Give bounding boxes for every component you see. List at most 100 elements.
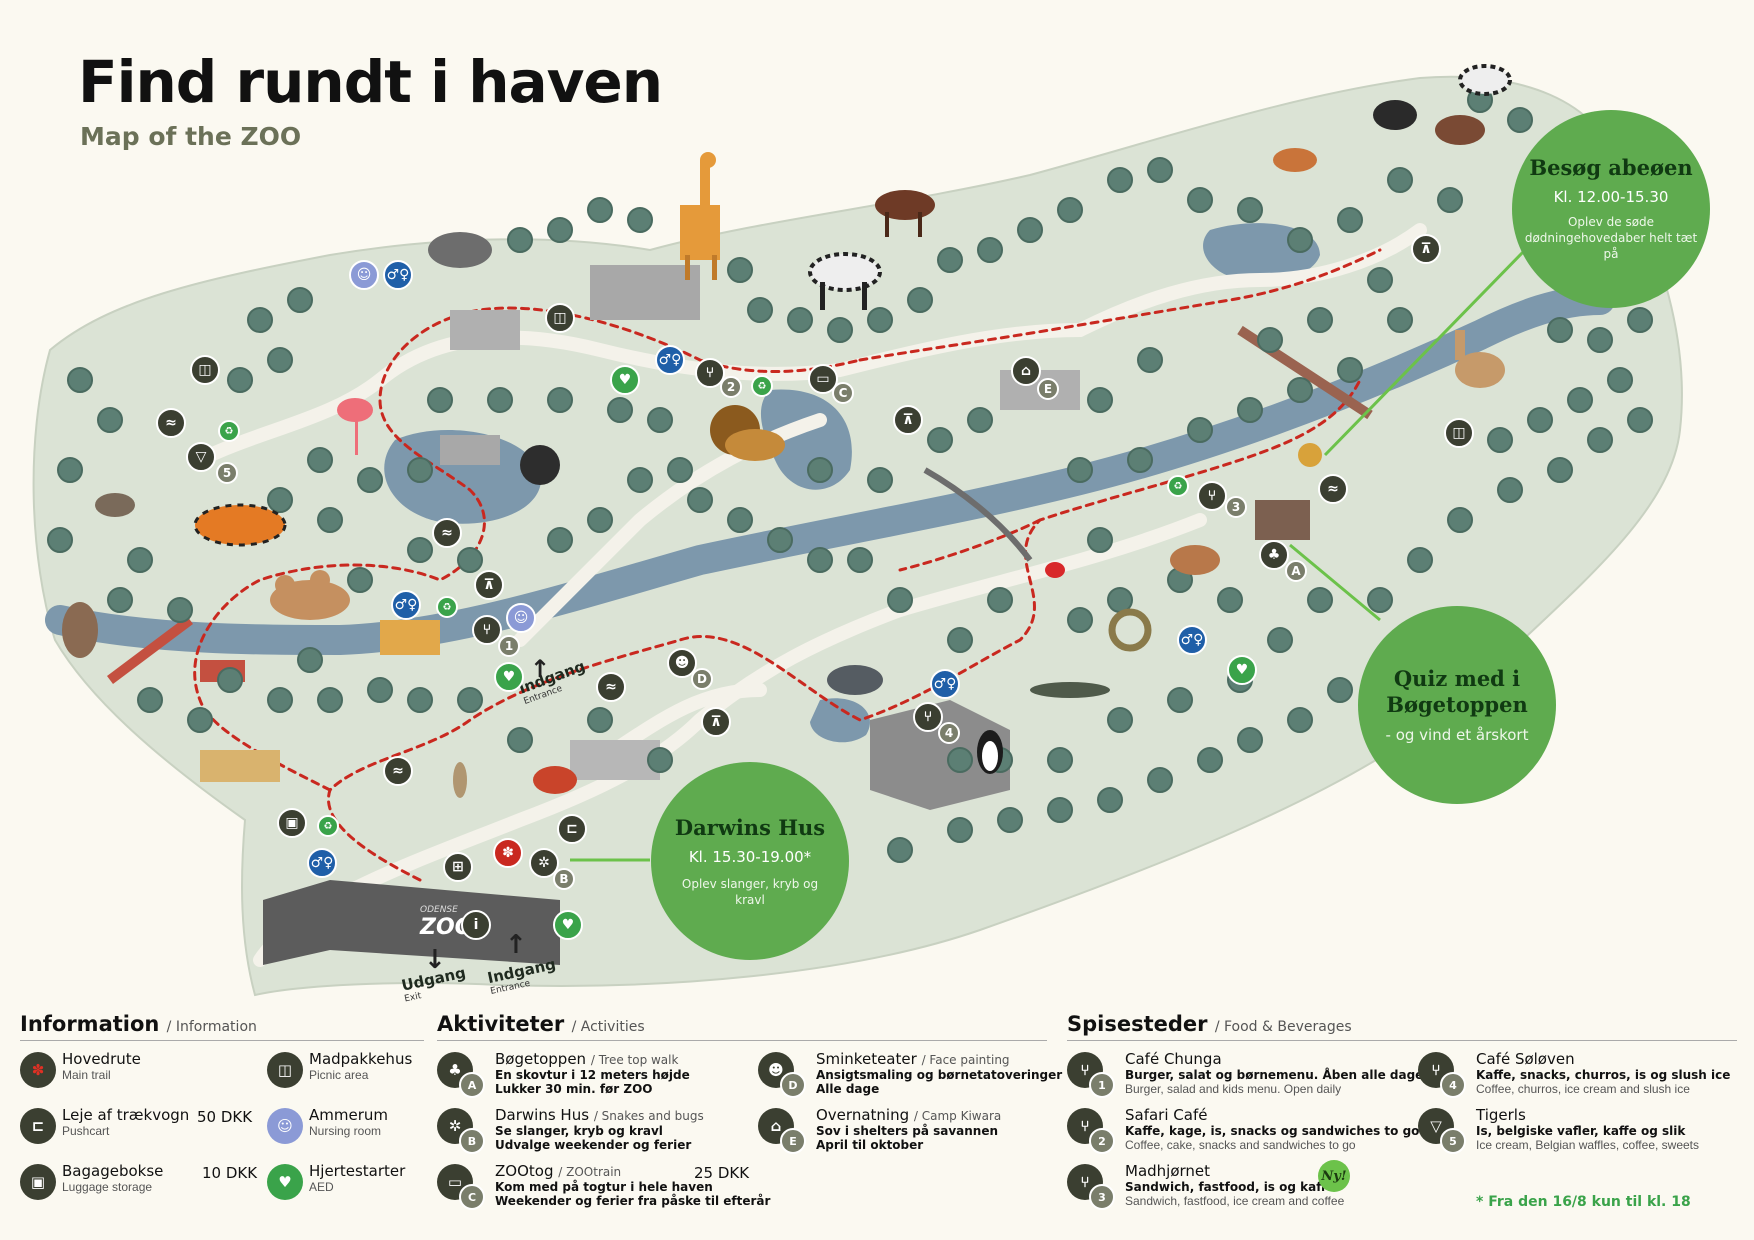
activity-a-marker[interactable]: A — [1285, 560, 1307, 582]
playground-icon[interactable]: ⊼ — [474, 570, 504, 600]
tree — [1497, 477, 1523, 503]
toilet-icon[interactable]: ♂♀ — [307, 848, 337, 878]
restaurant-1-marker[interactable]: 1 — [498, 635, 520, 657]
recycle-bin-icon[interactable]: ♻ — [1167, 475, 1189, 497]
legend-activity-en: / ZOOtrain — [558, 1165, 622, 1179]
legend-activity-line1: Ansigtsmaling og børnetatoveringer — [816, 1068, 1063, 1082]
bed-icon[interactable]: ⌂ — [1011, 356, 1041, 386]
tree — [587, 507, 613, 533]
meerkat-illustration — [453, 762, 467, 798]
ice-cream-icon[interactable]: ▽ — [186, 442, 216, 472]
tree — [507, 727, 533, 753]
smoking-area-icon[interactable]: ≈ — [432, 518, 462, 548]
cutlery-icon[interactable]: ⑂ — [1197, 481, 1227, 511]
activity-b-marker[interactable]: B — [553, 868, 575, 890]
tree — [107, 587, 133, 613]
restaurant-2-marker[interactable]: 2 — [720, 376, 742, 398]
activity-c-marker[interactable]: C — [832, 382, 854, 404]
legend-activity-line2: Lukker 30 min. før ZOO — [495, 1082, 653, 1096]
tree — [1307, 587, 1333, 613]
legend-activity-badge: A — [459, 1072, 485, 1098]
gift-icon[interactable]: ⊞ — [443, 852, 473, 882]
toilet-icon[interactable]: ♂♀ — [1177, 625, 1207, 655]
recycle-bin-icon[interactable]: ♻ — [751, 375, 773, 397]
tree — [887, 587, 913, 613]
activity-d-marker[interactable]: D — [691, 668, 713, 690]
baby-icon[interactable]: ☺ — [506, 603, 536, 633]
tree — [547, 387, 573, 413]
tree — [647, 407, 673, 433]
tree — [847, 547, 873, 573]
playground-icon[interactable]: ⊼ — [701, 707, 731, 737]
toilet-icon[interactable]: ♂♀ — [391, 590, 421, 620]
picnic-basket-icon[interactable]: ◫ — [1444, 418, 1474, 448]
heart-defibrillator-icon[interactable]: ♥ — [553, 910, 583, 940]
callout-darwin-text: Oplev slanger, kryb og kravl — [681, 876, 819, 907]
tree — [457, 547, 483, 573]
tree — [47, 527, 73, 553]
tree-icon[interactable]: ♣ — [1259, 540, 1289, 570]
toilet-icon[interactable]: ♂♀ — [930, 669, 960, 699]
playground-icon[interactable]: ⊼ — [1411, 234, 1441, 264]
info-icon[interactable]: i — [461, 910, 491, 940]
tree — [1237, 197, 1263, 223]
toilet-icon[interactable]: ♂♀ — [655, 345, 685, 375]
tree — [547, 217, 573, 243]
baby-icon[interactable]: ☺ — [349, 260, 379, 290]
legend-item-name: Hjertestarter — [309, 1162, 406, 1180]
tree — [997, 807, 1023, 833]
smoking-area-icon[interactable]: ≈ — [156, 408, 186, 438]
lion-illustration — [710, 405, 785, 461]
legend-food-name: Safari Café — [1125, 1106, 1208, 1124]
luggage-icon: ▣ — [20, 1164, 56, 1200]
cutlery-icon[interactable]: ⑂ — [913, 702, 943, 732]
tree — [927, 427, 953, 453]
legend-food-title: Spisesteder — [1067, 1012, 1208, 1036]
heart-defibrillator-icon[interactable]: ♥ — [494, 662, 524, 692]
tree — [1607, 367, 1633, 393]
callout-quiz-title: Quiz med i Bøgetoppen — [1386, 666, 1528, 717]
smoking-area-icon[interactable]: ≈ — [383, 756, 413, 786]
recycle-bin-icon[interactable]: ♻ — [317, 815, 339, 837]
tree — [247, 307, 273, 333]
restaurant-4-marker[interactable]: 4 — [938, 722, 960, 744]
train-icon[interactable]: ▭ — [808, 364, 838, 394]
callout-quiz[interactable]: Quiz med i Bøgetoppen - og vind et årsko… — [1358, 606, 1556, 804]
paw-icon[interactable]: ✽ — [493, 838, 523, 868]
tree — [267, 347, 293, 373]
tree — [1337, 357, 1363, 383]
heart-defibrillator-icon[interactable]: ♥ — [1227, 655, 1257, 685]
tree — [547, 527, 573, 553]
recycle-bin-icon[interactable]: ♻ — [436, 596, 458, 618]
picnic-basket-icon[interactable]: ◫ — [545, 303, 575, 333]
smoking-area-icon[interactable]: ≈ — [1318, 474, 1348, 504]
pushcart-icon: ⊏ — [20, 1108, 56, 1144]
activity-e-marker[interactable]: E — [1037, 378, 1059, 400]
tree — [1627, 307, 1653, 333]
pushcart-icon[interactable]: ⊏ — [557, 814, 587, 844]
legend-food-line1: Is, belgiske vafler, kaffe og slik — [1476, 1124, 1686, 1138]
callout-abeoen[interactable]: Besøg abeøen Kl. 12.00-15.30 Oplev de sø… — [1512, 110, 1710, 308]
callout-darwin[interactable]: Darwins Hus Kl. 15.30-19.00* Oplev slang… — [651, 762, 849, 960]
picnic-basket-icon[interactable]: ◫ — [190, 355, 220, 385]
legend-activity-badge: B — [459, 1128, 485, 1154]
restaurant-5-marker[interactable]: 5 — [216, 462, 238, 484]
legend-activity-en: / Snakes and bugs — [593, 1109, 704, 1123]
luggage-icon[interactable]: ▣ — [277, 808, 307, 838]
restaurant-3-marker[interactable]: 3 — [1225, 496, 1247, 518]
legend-food-badge: 3 — [1089, 1184, 1115, 1210]
tortoise-illustration — [428, 232, 492, 268]
smoking-area-icon[interactable]: ≈ — [596, 672, 626, 702]
tree — [1587, 427, 1613, 453]
toilet-icon[interactable]: ♂♀ — [383, 260, 413, 290]
playground-icon[interactable]: ⊼ — [893, 405, 923, 435]
cutlery-icon[interactable]: ⑂ — [472, 615, 502, 645]
tree — [627, 207, 653, 233]
baby-icon: ☺ — [267, 1108, 303, 1144]
heart-defibrillator-icon[interactable]: ♥ — [610, 365, 640, 395]
tree — [227, 367, 253, 393]
legend-information-title-en: / Information — [166, 1019, 257, 1035]
recycle-bin-icon[interactable]: ♻ — [218, 420, 240, 442]
callout-darwin-title: Darwins Hus — [674, 814, 826, 840]
tree — [267, 487, 293, 513]
